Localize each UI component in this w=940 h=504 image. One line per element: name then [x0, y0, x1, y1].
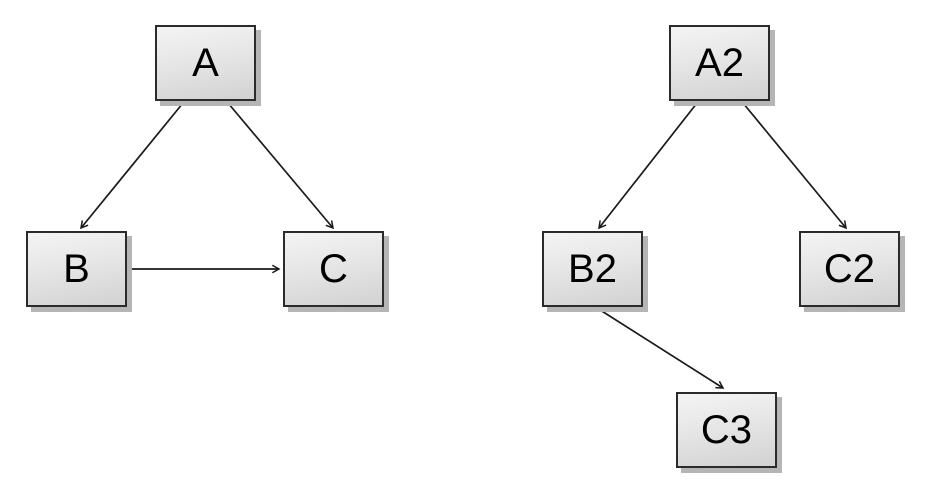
node-C2-label: C2	[823, 247, 876, 291]
node-C-label: C	[319, 247, 348, 291]
node-B2-label: B2	[568, 247, 617, 291]
node-B2: B2	[542, 231, 643, 307]
node-C3: C3	[676, 392, 777, 468]
node-B: B	[26, 231, 127, 307]
node-B-label: B	[63, 247, 90, 291]
node-A2-label: A2	[695, 41, 744, 85]
node-A-label: A	[192, 41, 219, 85]
node-A: A	[155, 25, 256, 101]
edge-A2-to-B2	[598, 102, 698, 230]
node-C3-label: C3	[700, 408, 753, 452]
edge-A2-to-C2	[742, 102, 847, 230]
edge-A-to-C	[227, 102, 334, 230]
node-A2: A2	[669, 25, 770, 101]
edge-A-to-B	[80, 102, 184, 230]
edge-B2-to-C3	[596, 307, 725, 389]
node-C2: C2	[799, 231, 900, 307]
node-C: C	[283, 231, 384, 307]
